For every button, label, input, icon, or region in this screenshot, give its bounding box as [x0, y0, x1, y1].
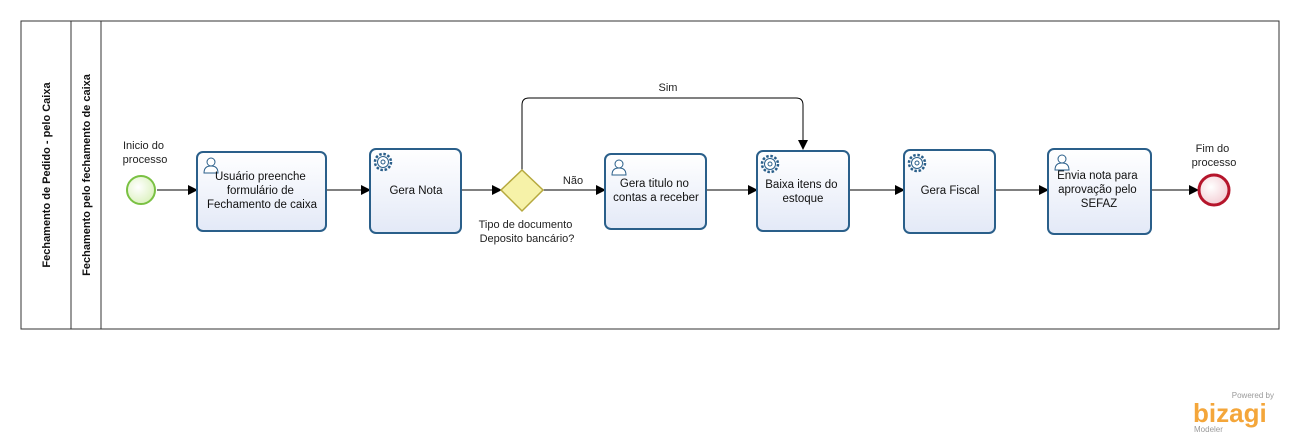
gear-icon [907, 153, 927, 173]
logo-name: bizagi [1193, 398, 1267, 428]
flow-label-sim: Sim [659, 82, 678, 94]
task-label: Baixa itens do estoque [765, 179, 840, 205]
bizagi-logo: Powered by bizagi Modeler [1193, 391, 1274, 434]
gear-icon [760, 154, 780, 174]
task-gera-nota[interactable]: Gera Nota [369, 148, 462, 234]
exclusive-gateway[interactable] [499, 168, 545, 213]
start-event[interactable] [126, 175, 156, 205]
sequence-flows [157, 97, 1199, 195]
task-label: Gera Fiscal [921, 185, 980, 197]
task-gera-fiscal[interactable]: Gera Fiscal [903, 149, 996, 234]
task-baixa-itens[interactable]: Baixa itens do estoque [756, 150, 850, 232]
lane-title: Fechamento pelo fechamento de caixa [81, 73, 93, 276]
logo-sub: Modeler [1194, 425, 1223, 434]
start-event-label: Inicio do processo [123, 140, 168, 166]
task-usuario-preenche[interactable]: Usuário preenche formulário de Fechament… [196, 151, 327, 232]
flow-gateway-t4-sim[interactable] [521, 97, 808, 170]
task-label: Envia nota para aprovação pelo SEFAZ [1057, 170, 1141, 210]
end-event[interactable] [1197, 173, 1231, 207]
logo-powered: Powered by [1232, 391, 1274, 400]
task-envia-nota[interactable]: Envia nota para aprovação pelo SEFAZ [1047, 148, 1152, 235]
flow-label-nao: Não [563, 175, 583, 187]
end-event-label: Fim do processo [1192, 143, 1237, 169]
pool-title: Fechamento de Pedido - pelo Caixa [41, 82, 53, 268]
task-label: Gera Nota [389, 185, 443, 197]
user-icon [1054, 154, 1070, 171]
user-icon [203, 157, 219, 174]
task-gera-titulo[interactable]: Gera titulo no contas a receber [604, 153, 707, 230]
task-label: Gera titulo no contas a receber [613, 178, 699, 204]
task-label: Usuário preenche formulário de Fechament… [207, 171, 318, 211]
gear-icon [373, 152, 393, 172]
user-icon [611, 159, 627, 176]
gateway-label: Tipo de documento Deposito bancário? [479, 219, 576, 245]
